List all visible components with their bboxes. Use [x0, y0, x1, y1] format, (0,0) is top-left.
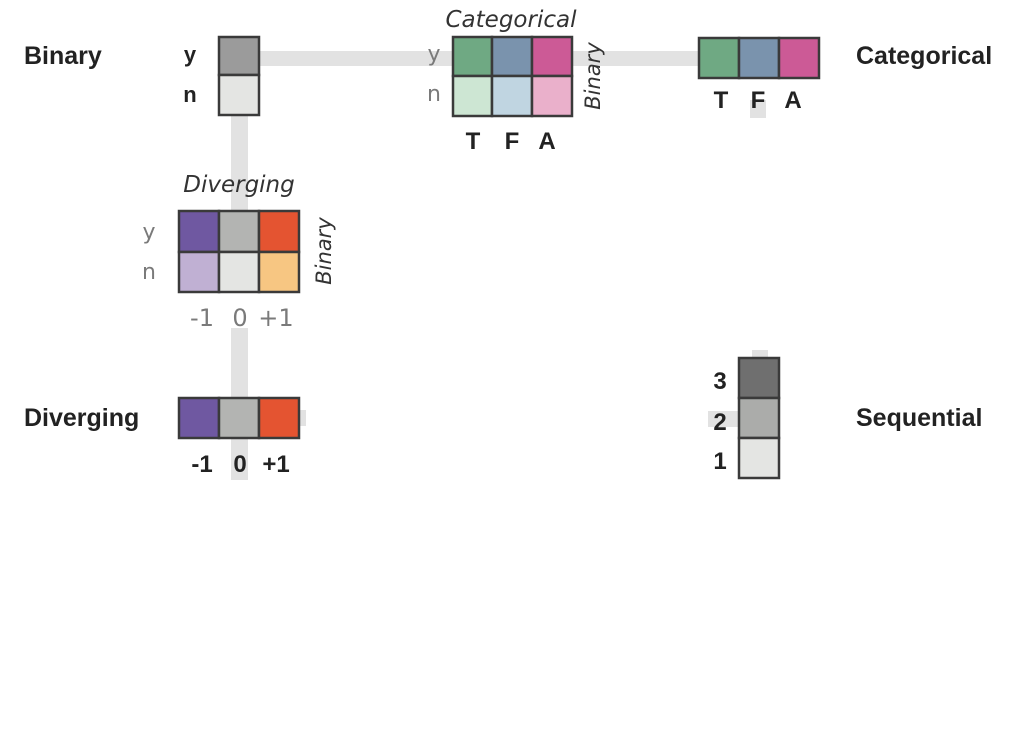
sequential-label-3: 3: [713, 368, 726, 395]
connector-categorical-stub: [750, 100, 766, 118]
categorical-binary-grid: Categorical y n T F A Binary: [427, 7, 605, 155]
catbinary-cell-y-t: [451, 35, 494, 78]
sequential-scale: 3 2 1: [713, 356, 781, 480]
label-sequential: Sequential: [856, 404, 982, 432]
divbinary-cell-y-pos: [257, 209, 301, 254]
divbinary-col-neg: -1: [190, 304, 214, 332]
label-binary: Binary: [24, 42, 102, 70]
catbinary-col-f: F: [505, 128, 520, 155]
divbinary-title: Diverging: [183, 172, 295, 198]
binary-swatch-n: [217, 73, 261, 117]
catbinary-title: Categorical: [446, 7, 578, 33]
binary-label-n: n: [183, 82, 196, 107]
catbinary-row-y: y: [427, 42, 440, 67]
sequential-swatch-1: [737, 436, 781, 480]
categorical-label-a: A: [784, 87, 801, 114]
sequential-swatch-2: [737, 396, 781, 440]
connector-catbinary-to-categorical: [572, 51, 700, 66]
sequential-swatch-3: [737, 356, 781, 400]
diverging-binary-grid: Diverging y n -1 0 +1 Binary: [142, 172, 336, 332]
sequential-label-1: 1: [713, 448, 726, 475]
catbinary-cell-y-f: [490, 35, 534, 78]
categorical-swatch-a: [777, 36, 821, 80]
catbinary-cell-y-a: [530, 35, 574, 78]
binary-label-y: y: [184, 42, 197, 67]
divbinary-row-n: n: [142, 260, 156, 285]
sequential-label-2: 2: [713, 409, 726, 436]
catbinary-col-t: T: [466, 128, 481, 155]
divbinary-cell-n-neg: [177, 250, 221, 294]
divbinary-row-y: y: [142, 220, 155, 245]
divbinary-cell-y-neg: [177, 209, 221, 254]
divbinary-cell-y-zero: [217, 209, 261, 254]
categorical-label-t: T: [714, 87, 729, 114]
catbinary-cell-n-f: [490, 74, 534, 118]
diverging-label-neg: -1: [191, 451, 212, 478]
diverging-swatch-neg: [177, 396, 221, 440]
diverging-label-pos: +1: [262, 451, 289, 478]
diverging-swatch-pos: [257, 396, 301, 440]
diverging-scale: -1 0 +1: [177, 396, 301, 478]
binary-swatch-y: [217, 35, 261, 77]
connector-binary-to-divbinary: [231, 114, 248, 210]
diverging-label-zero: 0: [233, 451, 246, 478]
categorical-label-f: F: [751, 87, 766, 114]
label-categorical: Categorical: [856, 42, 992, 70]
catbinary-cell-n-t: [451, 74, 494, 118]
diverging-swatch-zero: [217, 396, 261, 440]
categorical-scale: T F A: [697, 36, 821, 114]
catbinary-col-a: A: [538, 128, 555, 155]
binary-scale: y n: [183, 35, 261, 117]
catbinary-cell-n-a: [530, 74, 574, 118]
connector-sequential-stub-left: [708, 411, 739, 427]
divbinary-cell-n-zero: [217, 250, 261, 294]
connector-diverging-stub: [298, 410, 306, 426]
categorical-swatch-t: [697, 36, 741, 80]
catbinary-side-label: Binary: [581, 42, 605, 110]
label-diverging: Diverging: [24, 404, 139, 432]
catbinary-row-n: n: [427, 82, 441, 107]
divbinary-side-label: Binary: [312, 217, 336, 285]
connector-sequential-stub-top: [752, 350, 768, 359]
divbinary-col-pos: +1: [258, 304, 293, 332]
divbinary-col-zero: 0: [232, 304, 247, 332]
divbinary-cell-n-pos: [257, 250, 301, 294]
categorical-swatch-f: [737, 36, 781, 80]
connector-binary-to-catbinary: [258, 51, 454, 66]
